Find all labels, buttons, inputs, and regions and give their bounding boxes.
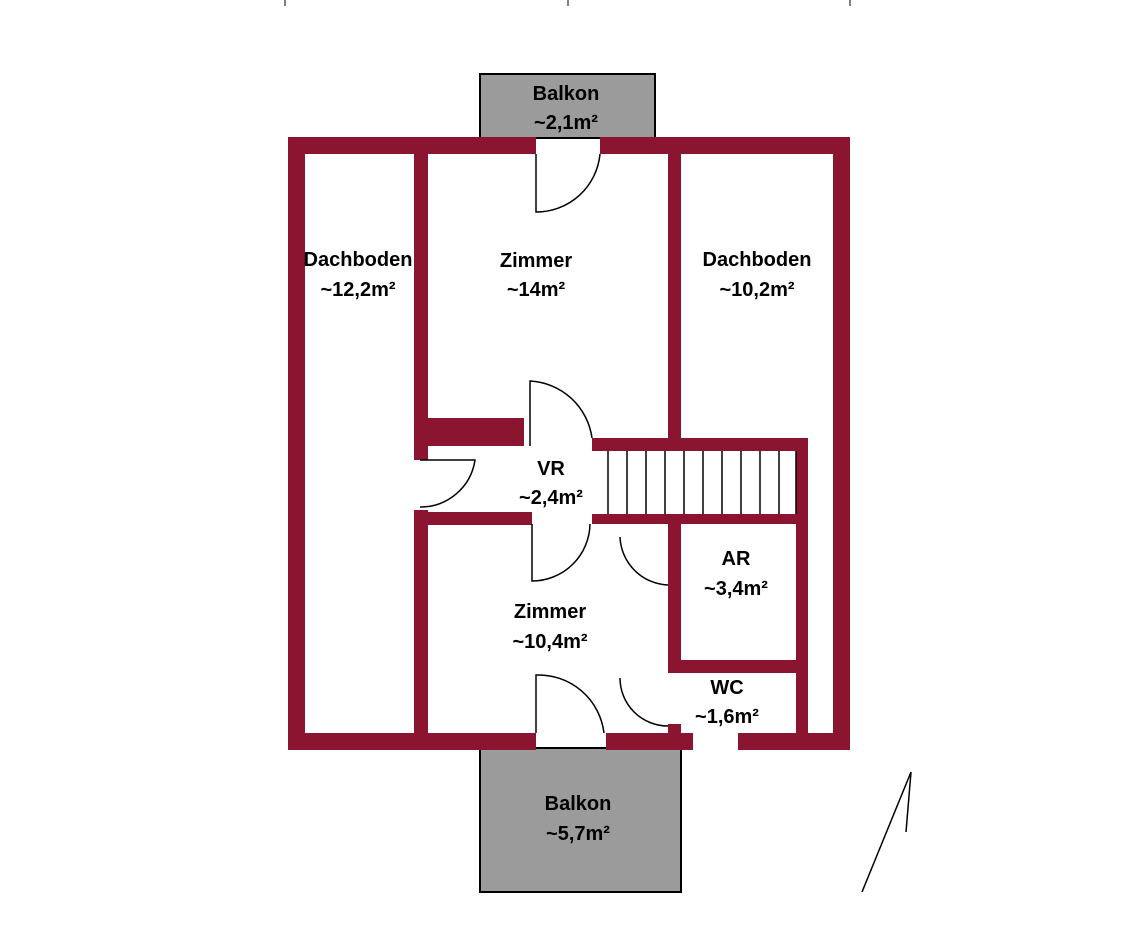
door-vr-lower bbox=[531, 523, 591, 582]
door-dachboden-left bbox=[419, 459, 476, 508]
zimmer-bottom-name: Zimmer bbox=[514, 601, 586, 623]
door-balcony-top bbox=[535, 153, 601, 213]
balcony-top bbox=[479, 73, 656, 139]
wc-area: ~1,6m² bbox=[695, 706, 759, 728]
staircase bbox=[607, 451, 797, 514]
door-vr-upper bbox=[529, 380, 593, 446]
zimmer-top-area: ~14m² bbox=[507, 279, 566, 301]
balcony-bottom bbox=[479, 747, 682, 893]
zimmer-bottom-area: ~10,4m² bbox=[512, 631, 587, 653]
balkon-top-area: ~2,1m² bbox=[534, 112, 598, 134]
dachboden-right-area: ~10,2m² bbox=[719, 279, 794, 301]
room-labels: Balkon ~2,1m² Dachboden ~12,2m² Zimmer ~… bbox=[304, 83, 812, 845]
zimmer-top-name: Zimmer bbox=[500, 250, 572, 272]
vr-name: VR bbox=[537, 458, 565, 480]
vr-area: ~2,4m² bbox=[519, 487, 583, 509]
doors bbox=[419, 153, 669, 734]
ar-name: AR bbox=[722, 548, 751, 570]
ar-area: ~3,4m² bbox=[704, 578, 768, 600]
balkon-top-name: Balkon bbox=[533, 83, 600, 105]
door-wc bbox=[619, 677, 669, 727]
door-ar bbox=[619, 536, 669, 586]
walls bbox=[288, 137, 850, 750]
balkon-bottom-name: Balkon bbox=[545, 793, 612, 815]
dachboden-left-name: Dachboden bbox=[304, 249, 413, 271]
balkon-bottom-area: ~5,7m² bbox=[546, 823, 610, 845]
door-balcony-bottom bbox=[535, 674, 605, 734]
dachboden-right-name: Dachboden bbox=[703, 249, 812, 271]
wc-name: WC bbox=[710, 677, 743, 699]
top-edge-marks bbox=[284, 0, 851, 6]
dachboden-left-area: ~12,2m² bbox=[320, 279, 395, 301]
stray-line bbox=[861, 771, 912, 893]
